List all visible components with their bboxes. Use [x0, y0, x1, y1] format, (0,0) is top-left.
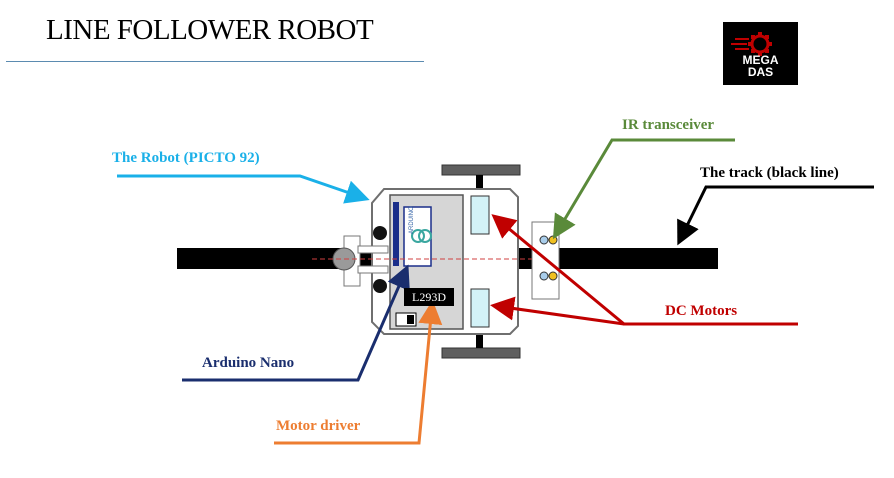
label-arduino-nano: Arduino Nano — [202, 355, 295, 371]
arduino-brand-text: ARDUINO — [409, 206, 415, 234]
title-underline — [6, 61, 424, 62]
screw-bottom — [373, 279, 387, 293]
gear-icon — [731, 32, 772, 56]
ir-led-4 — [548, 271, 558, 281]
logo-text-line1: MEGA — [742, 53, 779, 67]
logo: MEGA DAS — [723, 22, 798, 85]
page-title: LINE FOLLOWER ROBOT — [46, 14, 374, 46]
label-ir-transceiver: IR transceiver — [622, 117, 715, 133]
arrow-track — [677, 185, 874, 246]
wheel-top — [441, 164, 521, 176]
label-robot: The Robot (PICTO 92) — [112, 150, 260, 166]
axle-bottom — [476, 327, 483, 348]
arrow-driver — [274, 300, 443, 445]
l293d-chip: L293D — [404, 288, 454, 306]
arrow-ir — [552, 138, 735, 240]
arrow-robot — [117, 174, 370, 204]
label-dc-motors: DC Motors — [665, 303, 738, 319]
ir-led-3 — [539, 271, 549, 281]
arrow-dc-bottom — [490, 296, 625, 326]
arduino-header — [393, 202, 399, 266]
logo-text-line2: DAS — [747, 65, 774, 79]
dc-motor-top — [470, 195, 490, 235]
dc-motor-bottom — [470, 288, 490, 328]
arduino-nano — [403, 206, 432, 267]
wheel-bottom — [441, 347, 521, 359]
ir-led-1 — [539, 235, 549, 245]
label-track: The track (black line) — [700, 165, 839, 181]
label-motor-driver: Motor driver — [276, 418, 361, 434]
axle-top — [476, 175, 483, 197]
ir-led-2 — [548, 235, 558, 245]
arrow-arduino — [182, 264, 410, 382]
screw-top — [373, 226, 387, 240]
